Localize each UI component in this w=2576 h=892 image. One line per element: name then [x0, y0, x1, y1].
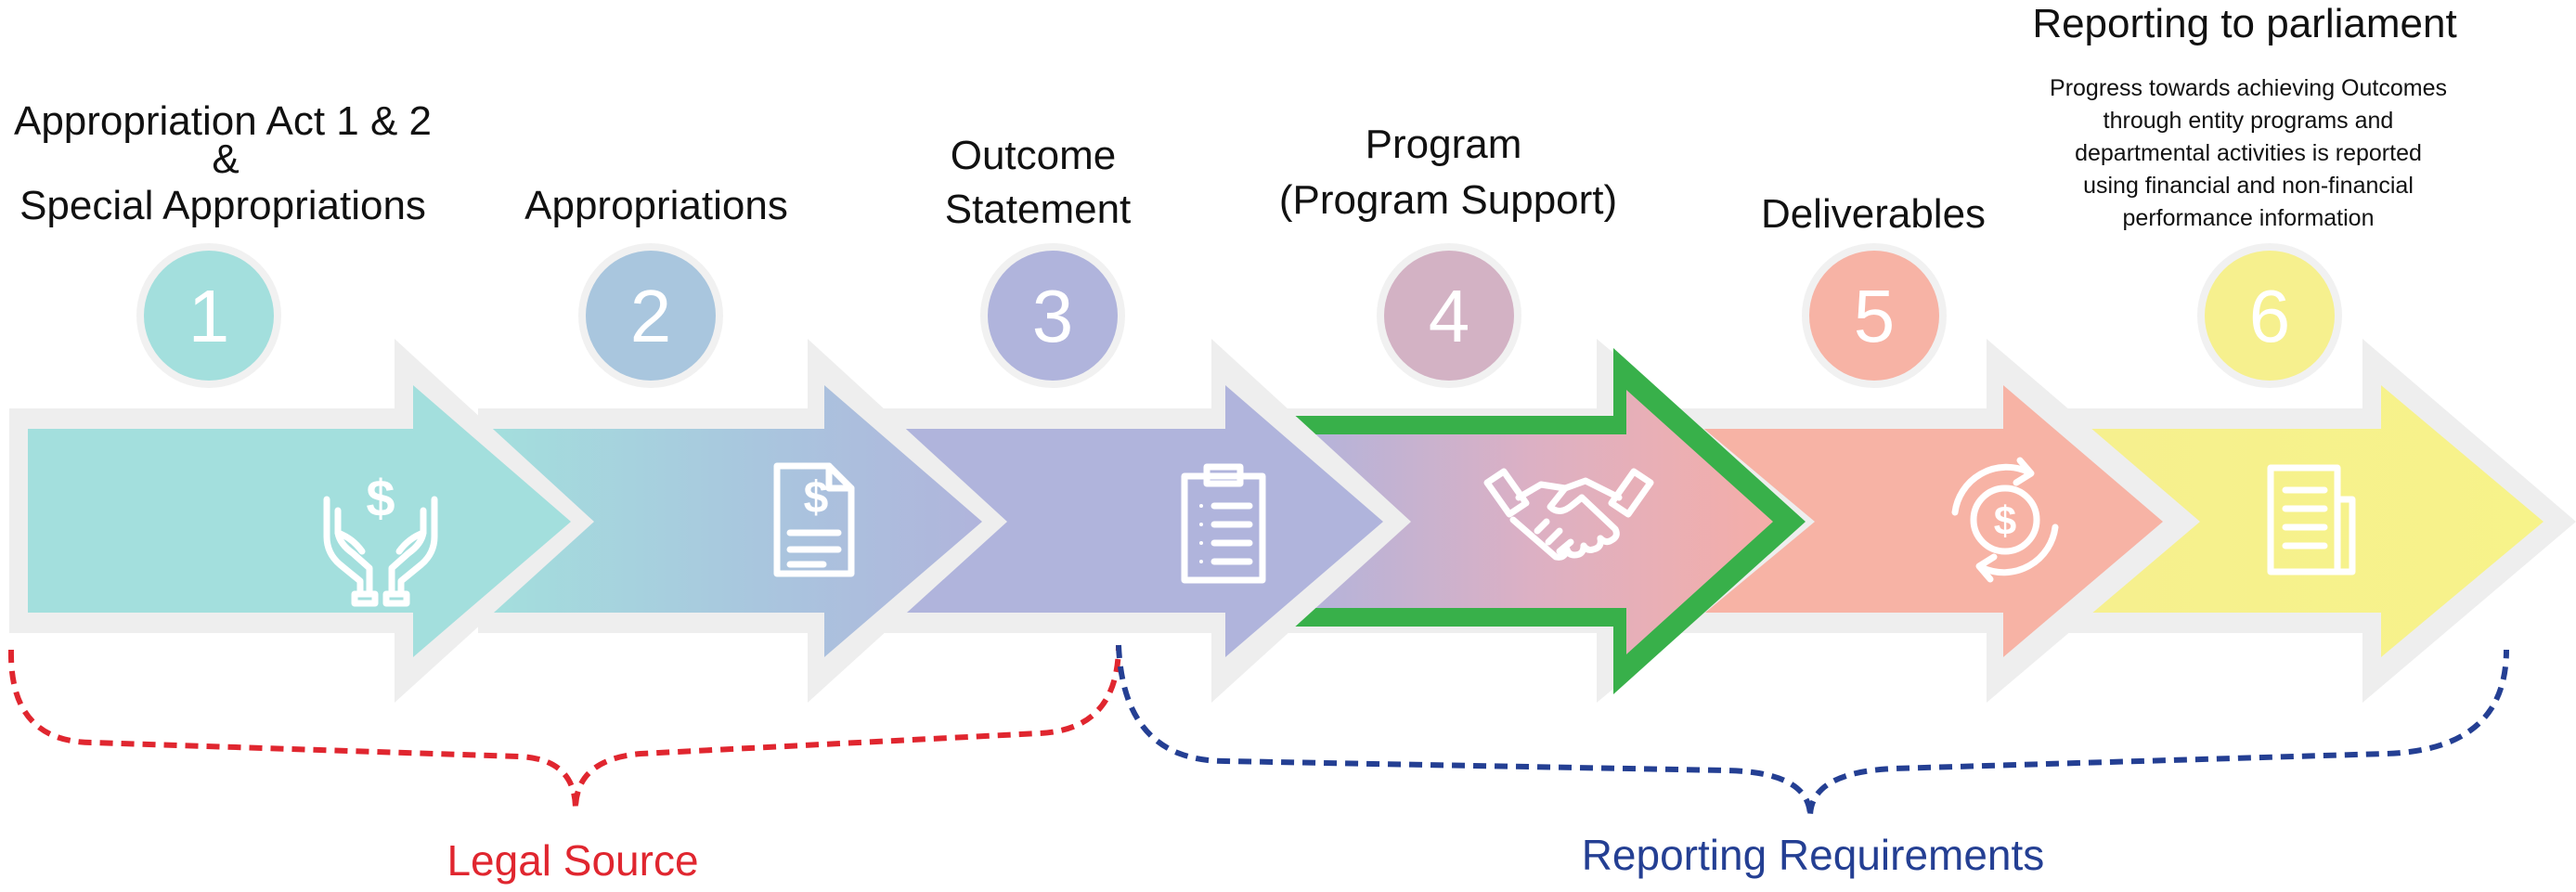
step-1-title-line-3: Special Appropriations [19, 183, 426, 228]
clipboard-list-icon [1181, 463, 1266, 584]
reporting-description-line-5: performance information [2123, 205, 2375, 231]
step-3-number-badge: 3 [980, 243, 1125, 388]
step-2-number-badge: 2 [578, 243, 723, 388]
step-4-arrow [1261, 339, 1815, 703]
reporting-requirements-bracket: Reporting Requirements [1116, 644, 2509, 879]
svg-text:$: $ [1994, 498, 2016, 544]
reporting-description-line-4: using financial and non-financial [2083, 173, 2414, 199]
step-3-title-line-1: Outcome [951, 133, 1117, 178]
step-4-number-badge: 4 [1377, 243, 1521, 388]
step-3-arrow [877, 339, 1411, 703]
legal-source-bracket: Legal Source [7, 644, 1121, 885]
reporting-requirements-label: Reporting Requirements [1582, 831, 2045, 879]
step-6-number-badge: 6 [2197, 243, 2342, 388]
step-2-arrow [478, 339, 1007, 703]
step-4-title-line-1: Program [1366, 122, 1522, 167]
step-1-number-badge: 1 [136, 243, 281, 388]
step-6-title-line-1: Reporting to parliament [2032, 1, 2456, 46]
step-2-title: Appropriations [524, 183, 788, 228]
step-2-number: 2 [630, 275, 672, 357]
step-1-title-line-2: & [212, 136, 239, 182]
reporting-description-line-1: Progress towards achieving Outcomes [2050, 75, 2447, 101]
step-1-title-line-1: Appropriation Act 1 & 2 [14, 98, 432, 144]
documents-icon [2267, 464, 2356, 575]
step-1-title: Appropriation Act 1 & 2 & Special Approp… [14, 98, 432, 228]
step-1-number: 1 [188, 275, 230, 357]
step-2-title-line-1: Appropriations [524, 183, 788, 228]
reporting-description: Progress towards achieving Outcomes thro… [2050, 75, 2447, 231]
hands-dollar-icon: $ [323, 469, 438, 607]
step-1-arrow [9, 339, 594, 703]
step-5-number: 5 [1854, 275, 1896, 357]
dollar-cycle-icon: $ [1951, 457, 2059, 583]
step-5-title: Deliverables [1761, 191, 1986, 237]
step-3-title-line-2: Statement [945, 187, 1132, 232]
step-6-title: Reporting to parliament [2032, 1, 2456, 46]
step-5-number-badge: 5 [1802, 243, 1947, 388]
step-3-title: Outcome Statement [945, 133, 1132, 232]
step-6-arrow [2068, 339, 2576, 703]
step-4-title: Program (Program Support) [1279, 122, 1617, 223]
svg-text:$: $ [366, 469, 395, 527]
reporting-description-line-3: departmental activities is reported [2075, 140, 2422, 166]
handshake-icon [1483, 468, 1654, 561]
reporting-description-line-2: through entity programs and [2104, 108, 2394, 134]
step-5-title-line-1: Deliverables [1761, 191, 1986, 237]
step-5-arrow [1662, 339, 2200, 703]
step-6-number: 6 [2249, 275, 2291, 357]
svg-text:$: $ [804, 473, 829, 523]
step-4-title-line-2: (Program Support) [1279, 177, 1617, 223]
step-3-number: 3 [1032, 275, 1074, 357]
invoice-dollar-icon: $ [773, 462, 855, 577]
step-4-number: 4 [1429, 275, 1470, 357]
legal-source-label: Legal Source [447, 836, 698, 885]
